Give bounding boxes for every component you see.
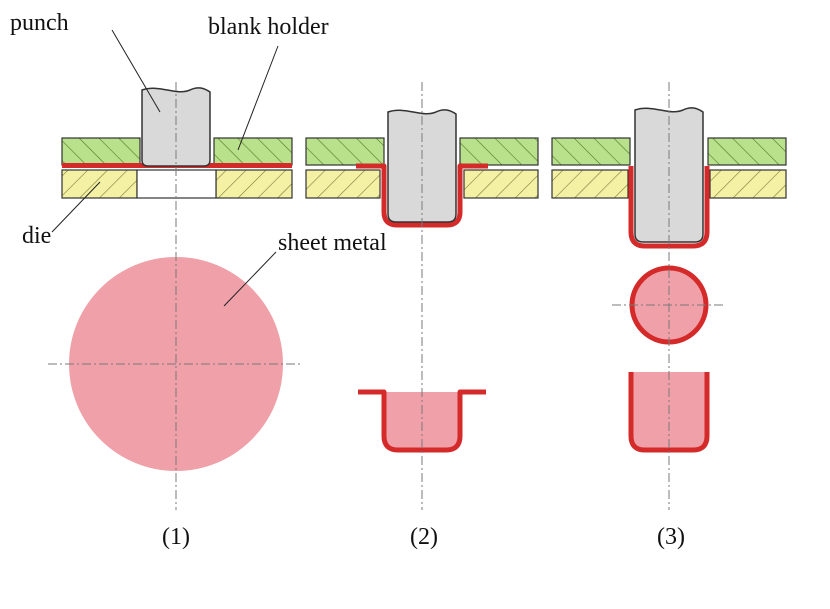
blank-holder-left-1 — [61, 137, 141, 166]
blank-holder-left-3 — [551, 137, 631, 166]
die-left-1 — [61, 169, 138, 199]
stage-1-tooling — [61, 87, 293, 199]
leader-lines — [51, 29, 279, 307]
cup-section-fill-2 — [384, 392, 460, 450]
blank-holder-label: blank holder — [208, 14, 329, 40]
sheet-metal-leader — [223, 251, 277, 307]
punch-1 — [141, 87, 211, 167]
die-left-2 — [305, 169, 381, 199]
blank-holder-left-2 — [305, 137, 385, 166]
blank-holder-right-3 — [707, 137, 787, 166]
stage-label-3: (3) — [657, 524, 685, 550]
stage-label-2: (2) — [410, 524, 438, 550]
die-label: die — [22, 223, 51, 249]
punch-label: punch — [10, 10, 69, 36]
cup-section-edge-2 — [358, 389, 486, 453]
punch-leader — [111, 29, 161, 113]
cup-section-edge-3 — [628, 372, 710, 453]
punch-2 — [387, 109, 457, 223]
sheet-metal-label: sheet metal — [278, 230, 387, 256]
sheet-metal-cup-3 — [628, 166, 710, 249]
die-left-3 — [551, 169, 629, 199]
die-right-2 — [463, 169, 539, 199]
stage-2-tooling — [305, 109, 539, 228]
blank-holder-leader — [237, 45, 279, 151]
stage-label-1: (1) — [162, 524, 190, 550]
blank-holder-right-1 — [213, 137, 293, 166]
blank-holder-right-2 — [459, 137, 539, 166]
die-right-1 — [215, 169, 293, 199]
center-lines — [48, 82, 726, 510]
die-right-3 — [709, 169, 787, 199]
die-leader — [51, 181, 101, 233]
